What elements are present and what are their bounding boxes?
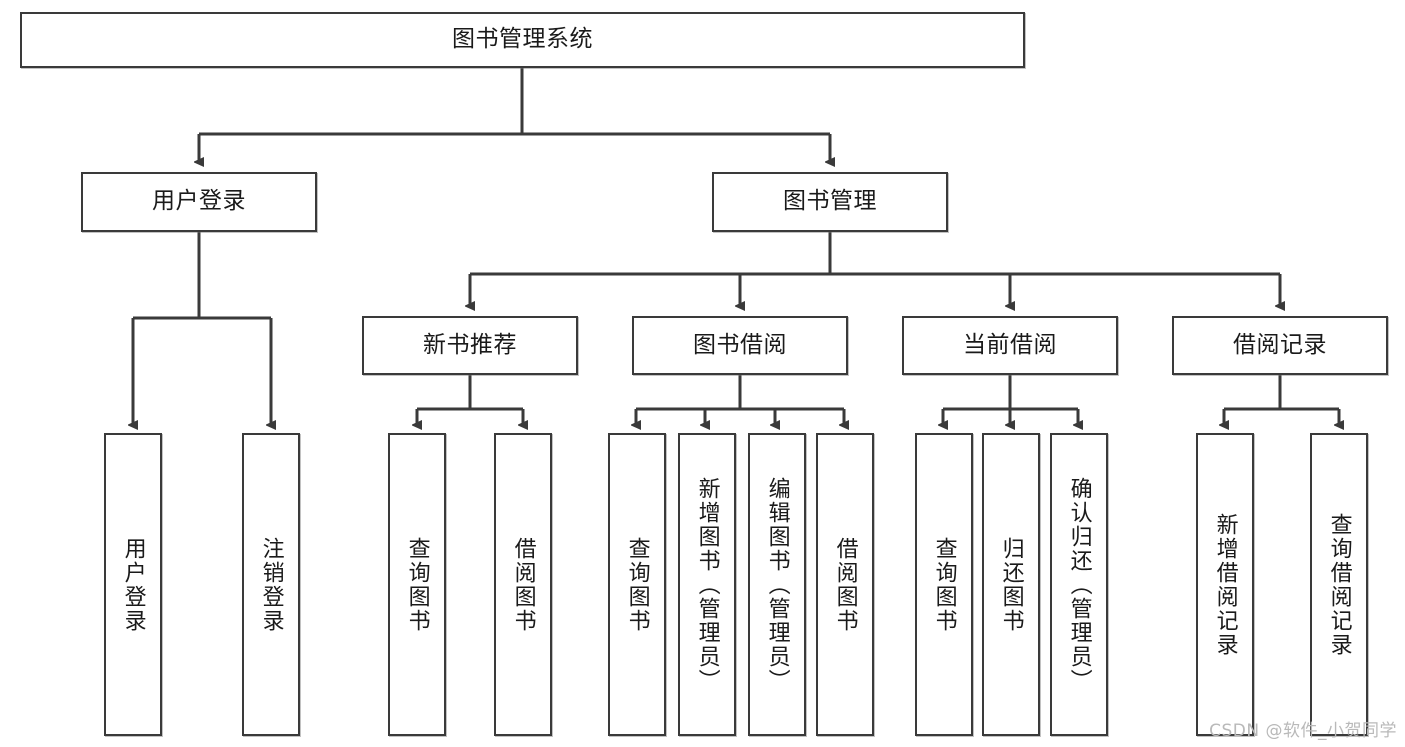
node-leaf-recommend-query-book[interactable]: 查询图书 xyxy=(388,433,446,736)
node-leaf-label: 确认归还（管理员） xyxy=(1066,476,1092,693)
node-leaf-label: 查询借阅记录 xyxy=(1326,512,1352,657)
node-root-system[interactable]: 图书管理系统 xyxy=(20,12,1025,68)
node-leaf-label: 归还图书 xyxy=(998,536,1024,633)
node-leaf-label: 用户登录 xyxy=(120,536,146,633)
node-leaf-borrow-query-book[interactable]: 查询图书 xyxy=(608,433,666,736)
node-leaf-label: 新增借阅记录 xyxy=(1212,512,1238,657)
node-leaf-current-query-book[interactable]: 查询图书 xyxy=(915,433,973,736)
node-leaf-label: 查询图书 xyxy=(931,536,957,633)
node-leaf-label: 借阅图书 xyxy=(510,536,536,633)
node-leaf-label: 查询图书 xyxy=(624,536,650,633)
node-leaf-label: 注销登录 xyxy=(258,536,284,633)
node-user-login[interactable]: 用户登录 xyxy=(81,172,317,232)
node-leaf-edit-book-admin[interactable]: 编辑图书（管理员） xyxy=(748,433,806,736)
node-leaf-return-book[interactable]: 归还图书 xyxy=(982,433,1040,736)
node-leaf-add-book-admin[interactable]: 新增图书（管理员） xyxy=(678,433,736,736)
node-leaf-add-borrow-record[interactable]: 新增借阅记录 xyxy=(1196,433,1254,736)
node-borrow-record[interactable]: 借阅记录 xyxy=(1172,316,1388,375)
node-book-management[interactable]: 图书管理 xyxy=(712,172,948,232)
node-leaf-label: 查询图书 xyxy=(404,536,430,633)
node-leaf-user-login[interactable]: 用户登录 xyxy=(104,433,162,736)
node-new-book-recommend[interactable]: 新书推荐 xyxy=(362,316,578,375)
node-leaf-query-borrow-record[interactable]: 查询借阅记录 xyxy=(1310,433,1368,736)
node-book-borrow[interactable]: 图书借阅 xyxy=(632,316,848,375)
node-leaf-recommend-borrow-book[interactable]: 借阅图书 xyxy=(494,433,552,736)
watermark-text: CSDN @软件_小贺同学 xyxy=(1209,721,1397,741)
node-leaf-confirm-return-admin[interactable]: 确认归还（管理员） xyxy=(1050,433,1108,736)
node-leaf-logout[interactable]: 注销登录 xyxy=(242,433,300,736)
node-leaf-label: 编辑图书（管理员） xyxy=(764,476,790,693)
node-leaf-label: 新增图书（管理员） xyxy=(694,476,720,693)
node-leaf-label: 借阅图书 xyxy=(832,536,858,633)
node-leaf-borrow-book[interactable]: 借阅图书 xyxy=(816,433,874,736)
node-current-borrow[interactable]: 当前借阅 xyxy=(902,316,1118,375)
